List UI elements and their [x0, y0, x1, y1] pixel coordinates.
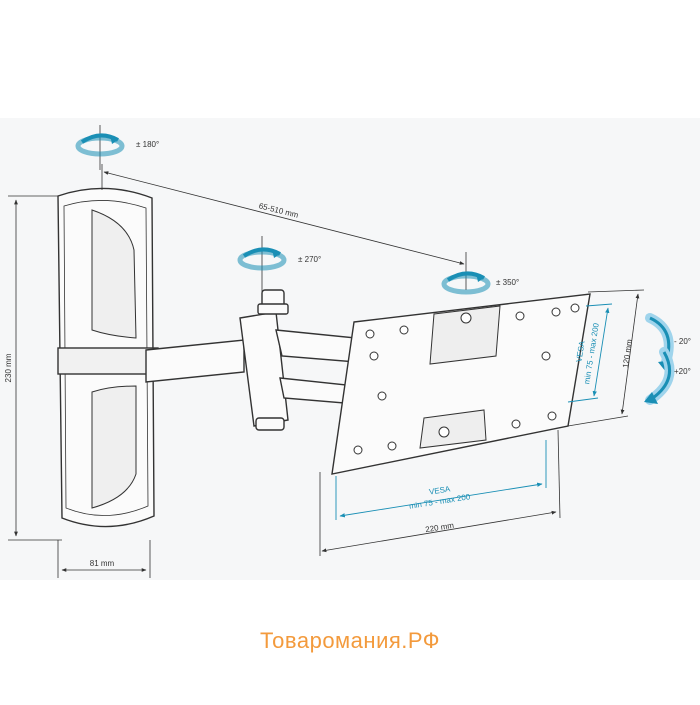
vesa-h-title: VESA [428, 484, 451, 496]
swivel-arm [57, 289, 357, 431]
rotate-350-label: ± 350° [496, 278, 519, 287]
dim-120-label: 120 mm [621, 338, 634, 368]
dim-120-height [567, 289, 645, 427]
dim-81-depth [57, 540, 151, 578]
dim-230-height [8, 195, 62, 541]
rotate-350-icon [441, 271, 491, 295]
rotate-270-label: ± 270° [298, 255, 321, 264]
tilt-down-icon [644, 347, 675, 405]
vesa-v-title: VESA [574, 340, 586, 363]
vesa-vertical [567, 303, 613, 403]
tilt-up-label: - 20° [674, 337, 691, 346]
dim-reach [101, 164, 467, 290]
vesa-plate [331, 293, 591, 475]
rotate-180-icon [75, 125, 125, 170]
rotate-180-label: ± 180° [136, 140, 159, 149]
tilt-down-label: +20° [674, 367, 691, 376]
vesa-horizontal [335, 440, 547, 520]
watermark-text: Товаромания.РФ [259, 628, 441, 653]
dim-220-width [319, 429, 561, 556]
rotate-270-icon [237, 236, 287, 292]
dim-81-label: 81 mm [90, 559, 115, 568]
dim-230-label: 230 mm [4, 353, 13, 382]
